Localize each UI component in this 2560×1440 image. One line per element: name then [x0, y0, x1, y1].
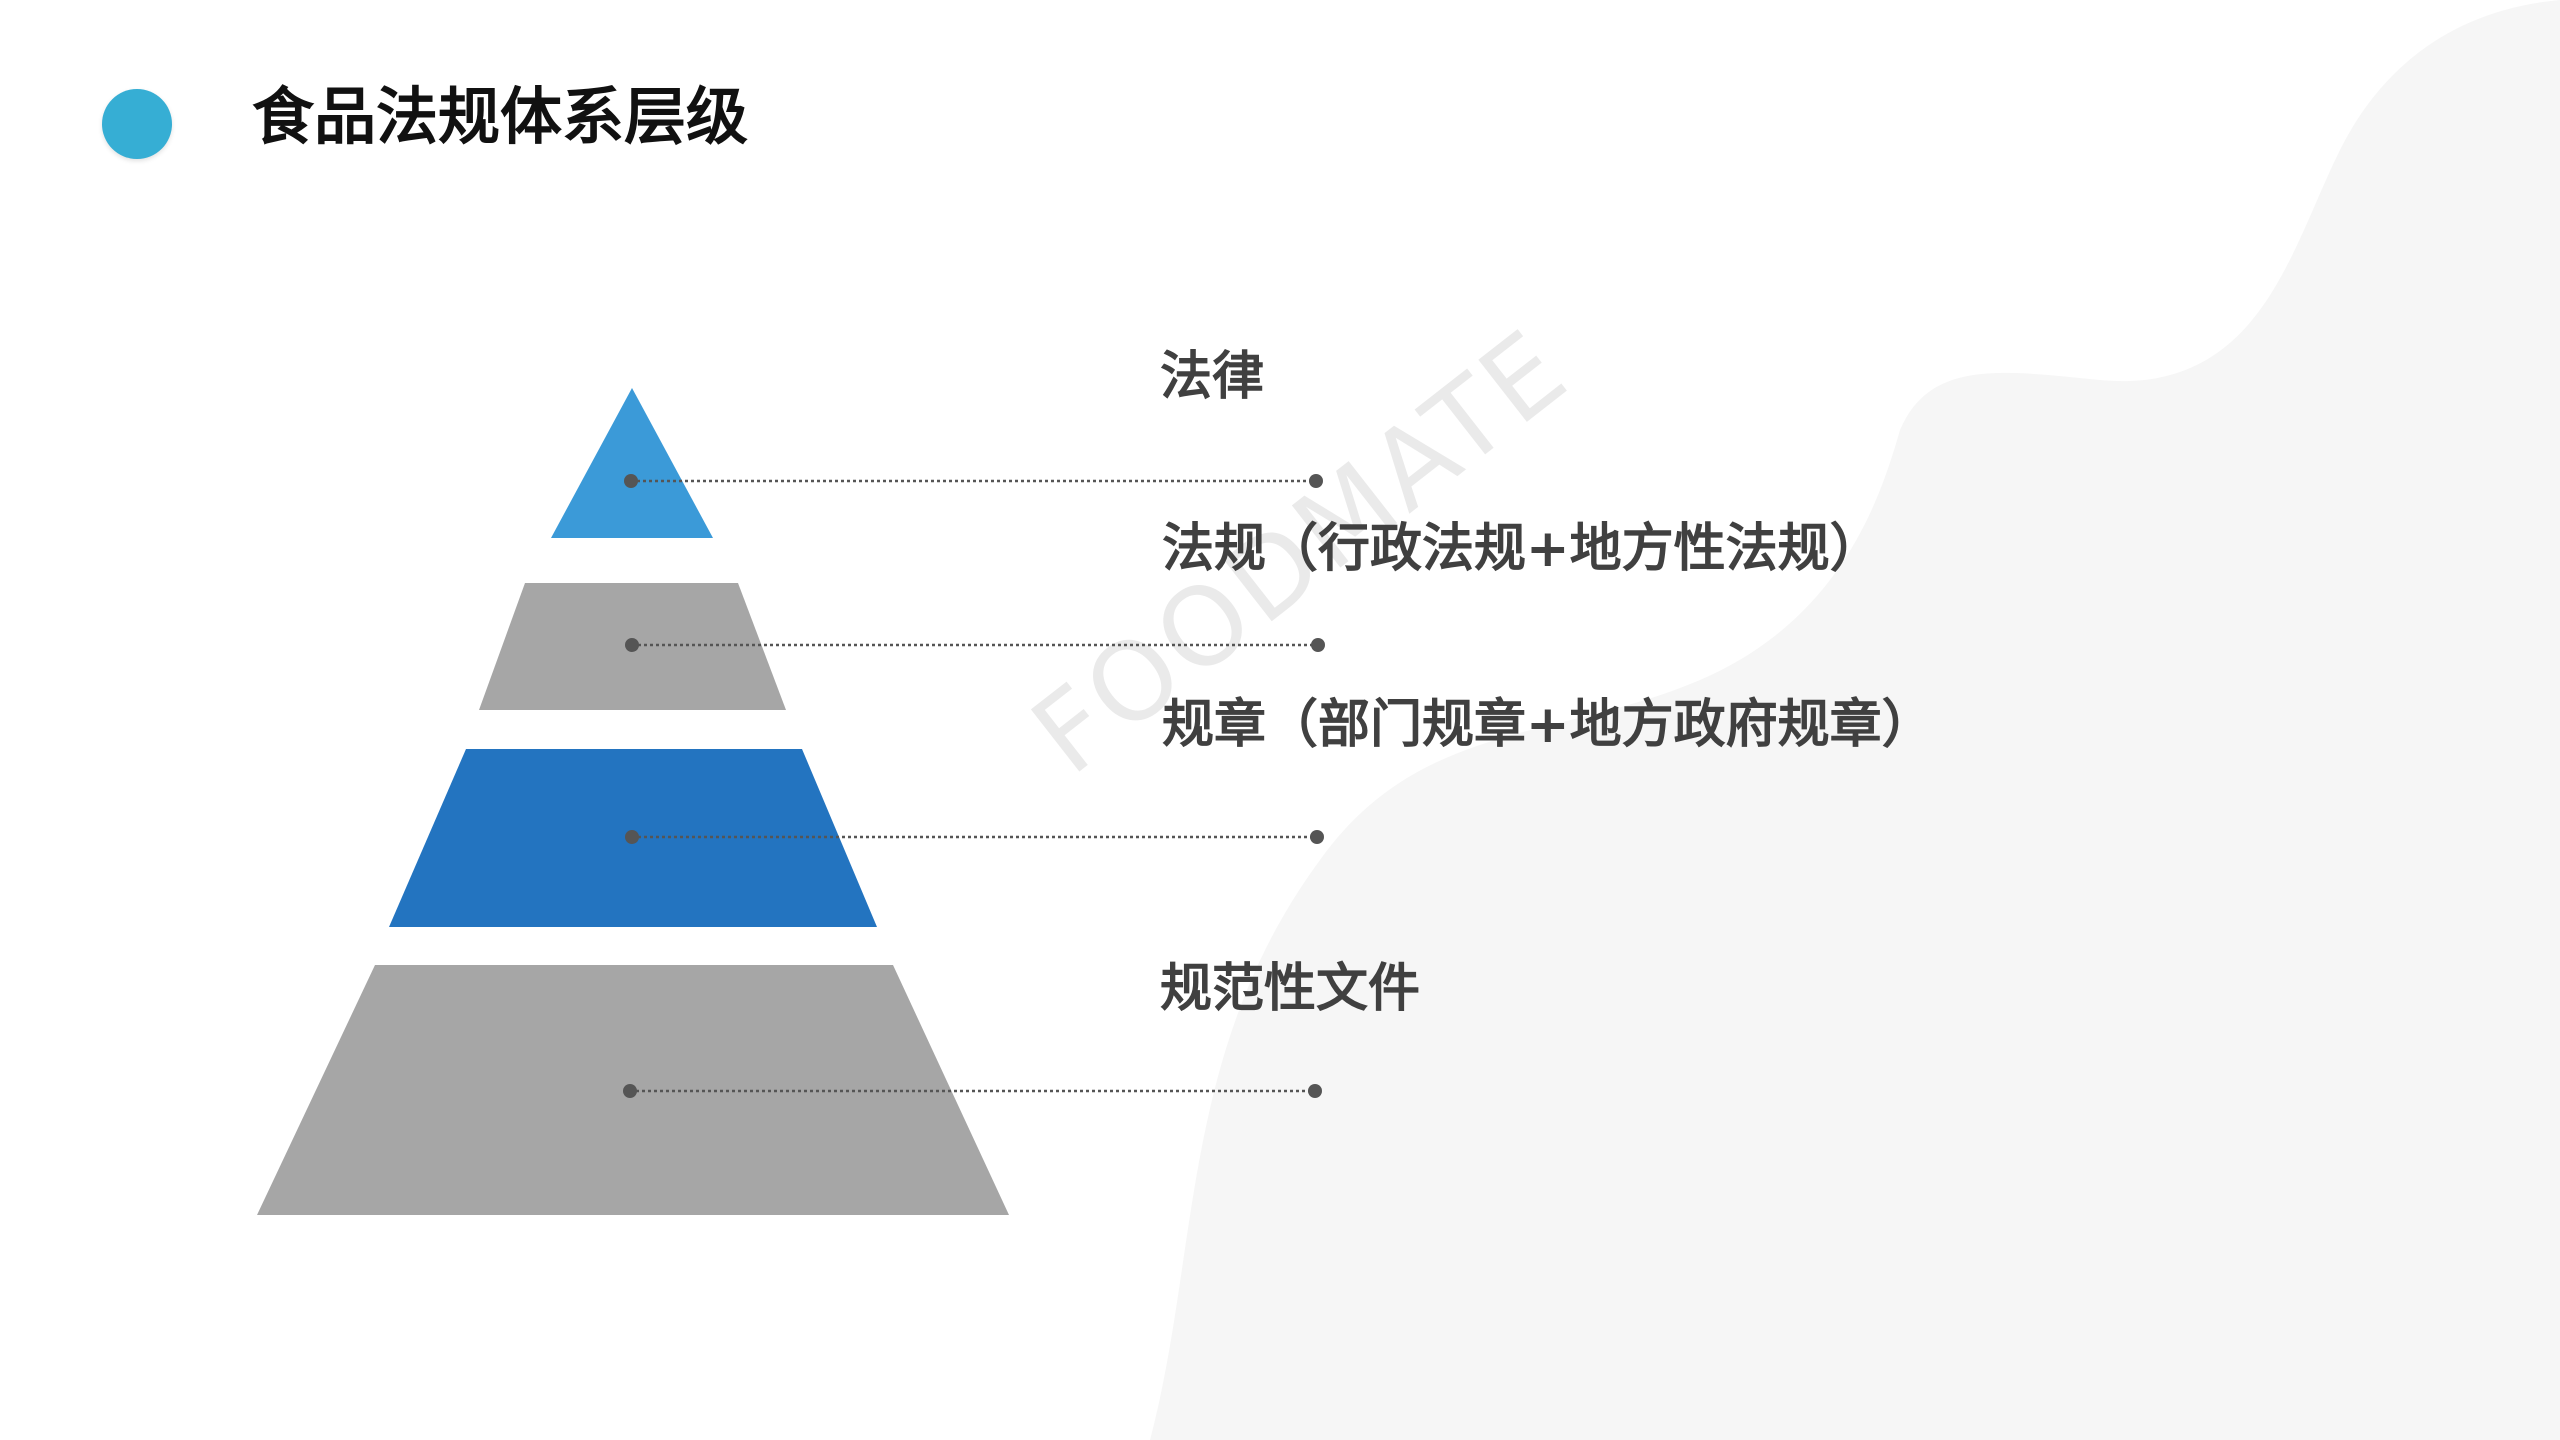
tier-label-normative-documents: 规范性文件 — [1160, 959, 1421, 1019]
connector-2 — [625, 638, 1325, 652]
pyramid-tier-1 — [551, 388, 713, 538]
tier-label-law: 法律 — [1160, 347, 1265, 407]
tier-label-rules: 规章（部门规章+地方政府规章） — [1162, 695, 1934, 755]
title-bullet-dot — [102, 89, 172, 159]
page-title: 食品法规体系层级 — [252, 80, 749, 153]
connector-4 — [623, 1084, 1322, 1098]
tier-label-regulations: 法规（行政法规+地方性法规） — [1162, 519, 1882, 579]
connector-3 — [625, 830, 1324, 844]
connector-1 — [624, 474, 1323, 488]
